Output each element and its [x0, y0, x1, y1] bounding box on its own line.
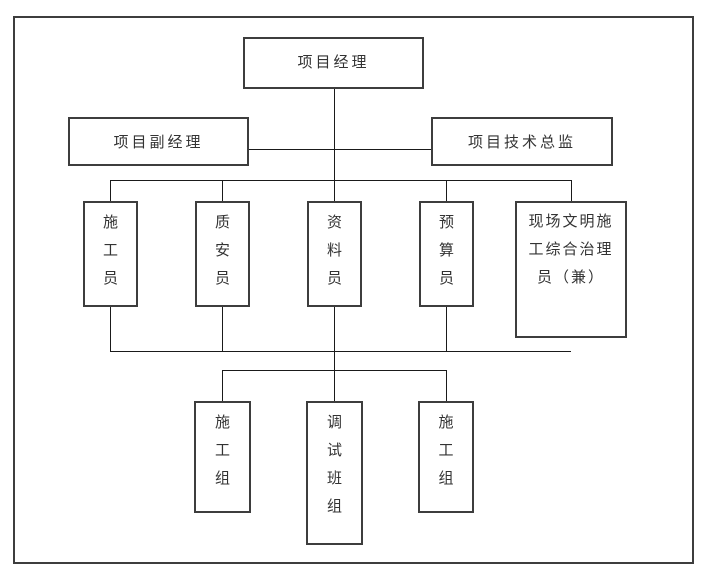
- node-documentation-clerk: 资料员: [307, 201, 362, 307]
- node-site-civilization-officer: 现场文明施工综合治理员（兼）: [515, 201, 627, 338]
- chart-border-frame: [13, 16, 694, 564]
- connector-down-construction-worker: [110, 307, 111, 352]
- connector-trunk-top: [334, 89, 335, 201]
- connector-stub-site-civilization: [571, 180, 572, 201]
- node-label: 施工组: [213, 414, 231, 498]
- connector-stub-construction-team-1: [222, 370, 223, 401]
- node-label: 资料员: [325, 214, 343, 298]
- connector-trunk-middle: [334, 307, 335, 370]
- node-label: 施工组: [436, 414, 455, 498]
- connector-stub-construction-team-2: [446, 370, 447, 401]
- connector-stub-commissioning-team: [334, 370, 335, 401]
- node-construction-team-1: 施工组: [194, 401, 251, 513]
- connector-lower-bus: [110, 351, 571, 352]
- node-label: 项目技术总监: [467, 133, 576, 151]
- node-label: 项目经理: [297, 53, 370, 71]
- node-label: 调试班组: [325, 414, 343, 526]
- node-label: 质安员: [213, 214, 231, 298]
- node-label: 项目副经理: [113, 133, 204, 151]
- node-technical-director: 项目技术总监: [431, 117, 613, 166]
- connector-stub-construction-worker: [110, 180, 111, 201]
- node-budget-officer: 预算员: [419, 201, 474, 307]
- connector-level3-bus: [110, 180, 571, 181]
- connector-level2-horizontal: [249, 149, 431, 150]
- node-commissioning-team: 调试班组: [306, 401, 363, 545]
- node-construction-team-2: 施工组: [418, 401, 474, 513]
- node-construction-worker: 施工员: [83, 201, 138, 307]
- node-quality-safety-officer: 质安员: [195, 201, 250, 307]
- connector-stub-quality-safety-officer: [222, 180, 223, 201]
- node-label: 预算员: [437, 214, 455, 298]
- connector-stub-budget-officer: [446, 180, 447, 201]
- node-deputy-project-manager: 项目副经理: [68, 117, 249, 166]
- connector-down-budget-officer: [446, 307, 447, 352]
- node-project-manager: 项目经理: [243, 37, 424, 89]
- node-label: 现场文明施工综合治理员（兼）: [528, 212, 614, 286]
- node-label: 施工员: [101, 214, 119, 298]
- connector-down-quality-safety-officer: [222, 307, 223, 352]
